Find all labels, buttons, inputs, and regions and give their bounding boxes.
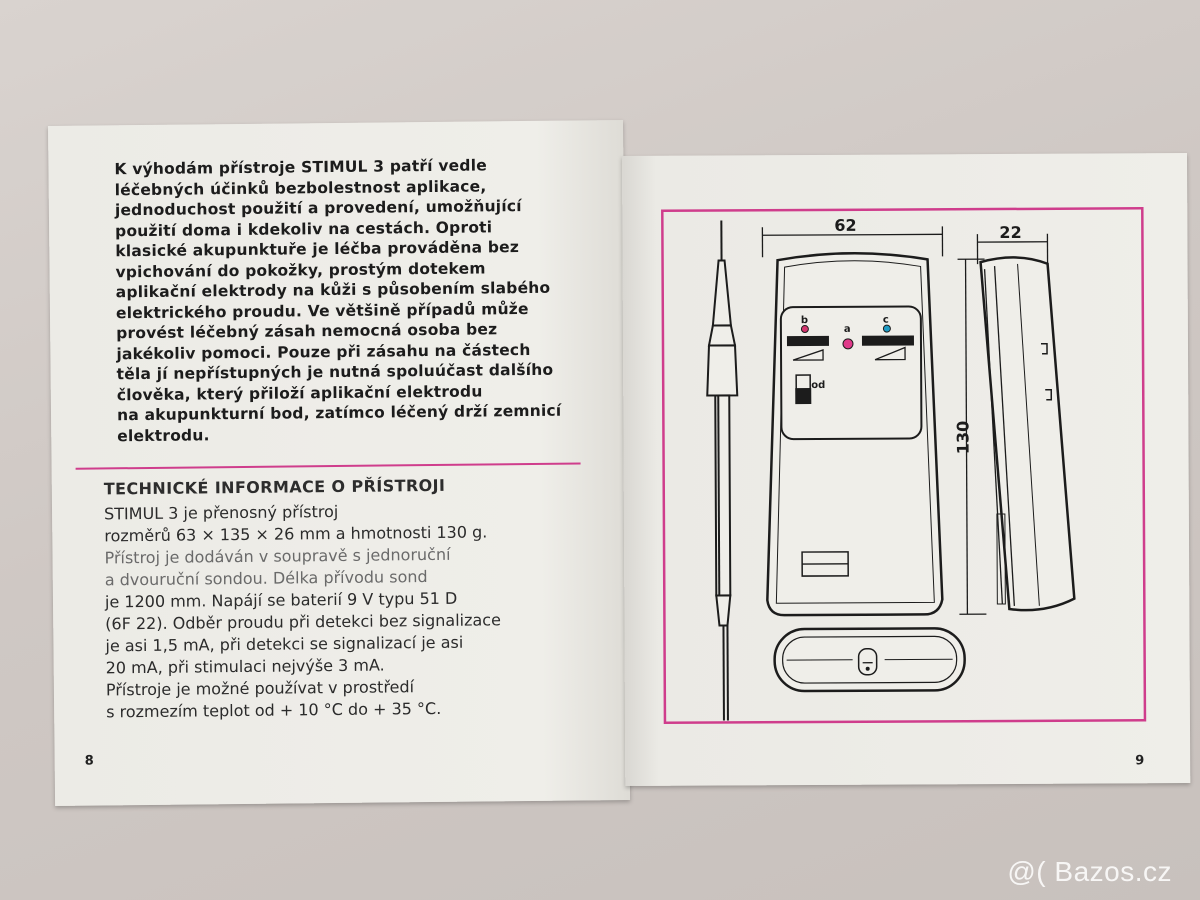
device-drawing: 62 b a c od 22: [661, 207, 1147, 725]
height-dimension: [957, 258, 987, 615]
label-c: c: [883, 315, 889, 326]
label-switch: od: [811, 380, 825, 391]
device-front: [766, 252, 944, 617]
watermark-logo: @( Bazos.cz: [1007, 856, 1172, 887]
probe-pen: [706, 220, 739, 721]
control-panel: [779, 305, 923, 441]
right-page: 62 b a c od 22: [622, 153, 1191, 786]
led-c: [882, 324, 891, 333]
label-b: b: [801, 315, 808, 326]
device-side: [979, 256, 1076, 612]
tech-heading: TECHNICKÉ INFORMACE O PŘÍSTROJI: [103, 475, 446, 499]
page-number-right: 9: [1135, 753, 1145, 769]
led-a: [842, 338, 854, 350]
tech-paragraph: STIMUL 3 je přenosný přístroj rozměrů 63…: [104, 498, 586, 723]
label-a: a: [844, 324, 851, 335]
tech-line: s rozmezím teplot od + 10 °C do + 35 °C.: [106, 698, 442, 722]
page-number-left: 8: [84, 753, 94, 769]
left-page: K výhodám přístroje STIMUL 3 patří vedle…: [48, 119, 631, 806]
led-b: [800, 325, 809, 334]
width-label: 62: [834, 216, 856, 235]
section-divider: [75, 462, 581, 470]
depth-label: 22: [999, 223, 1021, 242]
intro-paragraph: K výhodám přístroje STIMUL 3 patří vedle…: [114, 154, 577, 446]
drawing-frame: [661, 207, 1147, 725]
width-dimension: [761, 226, 944, 258]
intro-line: elektrodu.: [117, 425, 210, 445]
device-top: [773, 627, 966, 693]
jack-socket: [857, 647, 878, 676]
height-label: 130: [953, 421, 972, 455]
